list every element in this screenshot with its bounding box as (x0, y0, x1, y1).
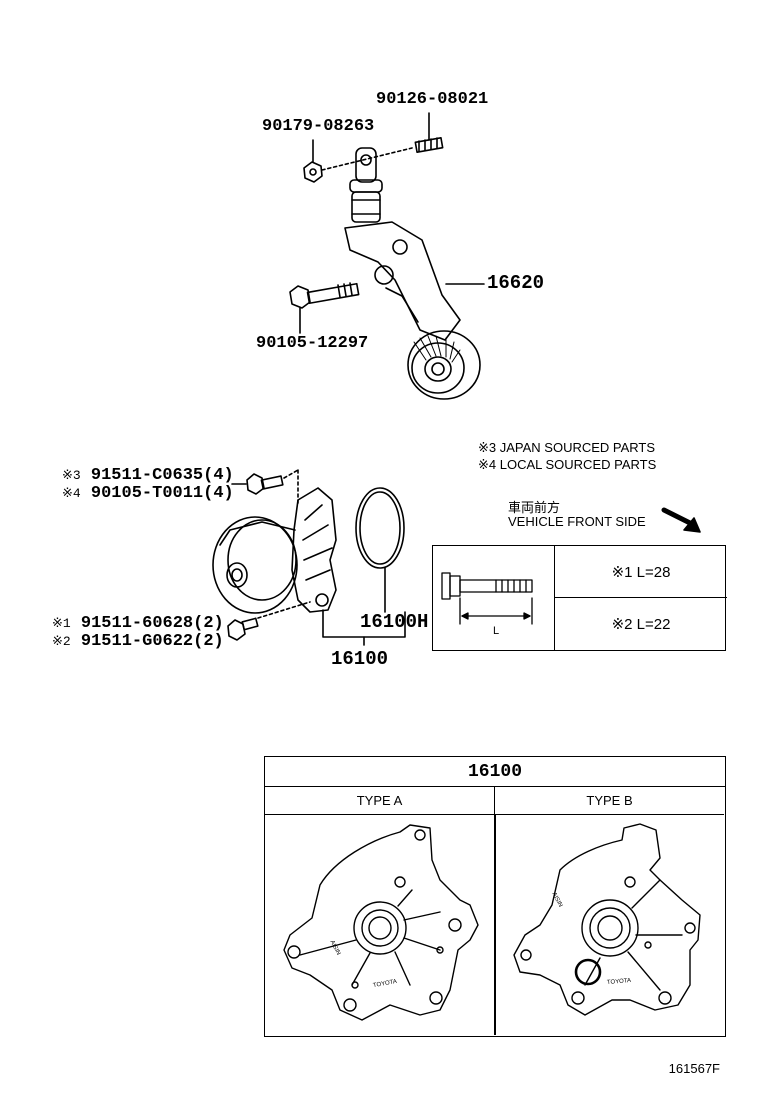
bolt-label-4: ※4 90105-T0011(4) (62, 484, 234, 503)
bolt-length-row-1: ※1 L=28 (555, 546, 727, 598)
part-label-16620: 16620 (487, 272, 545, 294)
type-divider (494, 815, 496, 1035)
type-b-housing-figure (513, 823, 701, 1016)
vehicle-front-arrow (661, 507, 701, 533)
part-label-90179: 90179-08263 (262, 117, 375, 136)
note-local-sourced: ※4 LOCAL SOURCED PARTS (478, 457, 657, 472)
tensioner-assembly (289, 112, 485, 400)
direction-label-en: VEHICLE FRONT SIDE (508, 514, 646, 529)
bolt-part-4: 90105-T0011(4) (90, 484, 234, 503)
type-a-housing-figure (283, 824, 479, 1021)
part-label-90105-12297: 90105-12297 (256, 334, 369, 353)
bolt-mark-3: ※3 (62, 468, 81, 483)
type-b-brand-toyota: TOYOTA (606, 977, 632, 987)
type-b-brand-aisin: AISIN (550, 891, 564, 909)
figure-id: 161567F (668, 1061, 720, 1076)
part-label-16100h: 16100H (360, 611, 429, 633)
type-b-header: TYPE B (495, 787, 724, 815)
bolt-length-figure-cell: L (433, 546, 555, 650)
type-a-header: TYPE A (265, 787, 495, 815)
bolt-label-1: ※1 91511-60628(2) (52, 614, 224, 633)
part-label-16100: 16100 (331, 648, 389, 670)
bolt-part-2: 91511-G0622(2) (80, 632, 224, 651)
bolt-length-table: L ※1 L=28 ※2 L=22 (432, 545, 727, 651)
type-a-brand-toyota: TOYOTA (372, 978, 398, 990)
pump-type-table: 16100 TYPE A TYPE B AISIN TOYOTA AISIN T… (264, 756, 726, 1037)
type-table-title: 16100 (265, 757, 725, 787)
bolt-mark-2: ※2 (52, 634, 71, 649)
bolt-part-3: 91511-C0635(4) (90, 466, 234, 485)
bolt-label-2: ※2 91511-G0622(2) (52, 632, 224, 651)
spec-bolt-figure (441, 572, 533, 625)
bolt-part-1: 91511-60628(2) (80, 614, 224, 633)
bolt-mark-1: ※1 (52, 616, 71, 631)
direction-label-jp: 車両前方 (508, 500, 561, 515)
bolt-length-row-2: ※2 L=22 (611, 616, 671, 633)
water-pump-assembly (212, 469, 406, 646)
note-japan-sourced: ※3 JAPAN SOURCED PARTS (478, 440, 656, 455)
type-a-brand-aisin: AISIN (328, 939, 342, 957)
bolt-label-3: ※3 91511-C0635(4) (62, 466, 234, 485)
length-label: L (493, 625, 500, 637)
bolt-mark-4: ※4 (62, 486, 81, 501)
part-label-90126: 90126-08021 (376, 90, 489, 109)
